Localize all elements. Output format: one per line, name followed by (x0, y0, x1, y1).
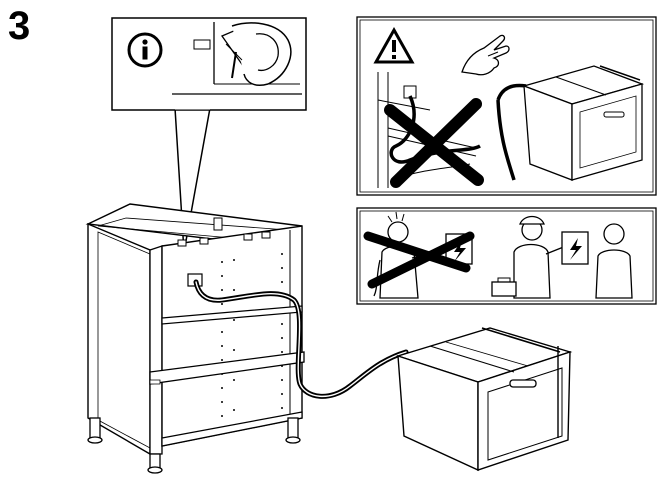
person-icon (595, 223, 633, 299)
info-icon (127, 32, 163, 68)
info-callout (111, 17, 307, 253)
step-number: 3 (8, 4, 31, 48)
oven-handle (509, 379, 537, 388)
rail-fittings (177, 231, 271, 247)
oven-appliance-small (521, 65, 645, 181)
toolbox-icon (491, 277, 517, 297)
cross-mark-icon (384, 98, 484, 188)
electrician-panel (356, 207, 657, 305)
oven-appliance (395, 327, 573, 472)
cabinet-legs (87, 417, 301, 474)
pointing-hand-icon (461, 34, 510, 76)
jigsaw-icon (221, 22, 292, 86)
warning-panel (356, 16, 657, 196)
warning-triangle-icon (373, 26, 415, 64)
electrician-icon (513, 215, 567, 299)
cross-mark-icon (363, 231, 475, 289)
base-cabinet (85, 203, 305, 474)
